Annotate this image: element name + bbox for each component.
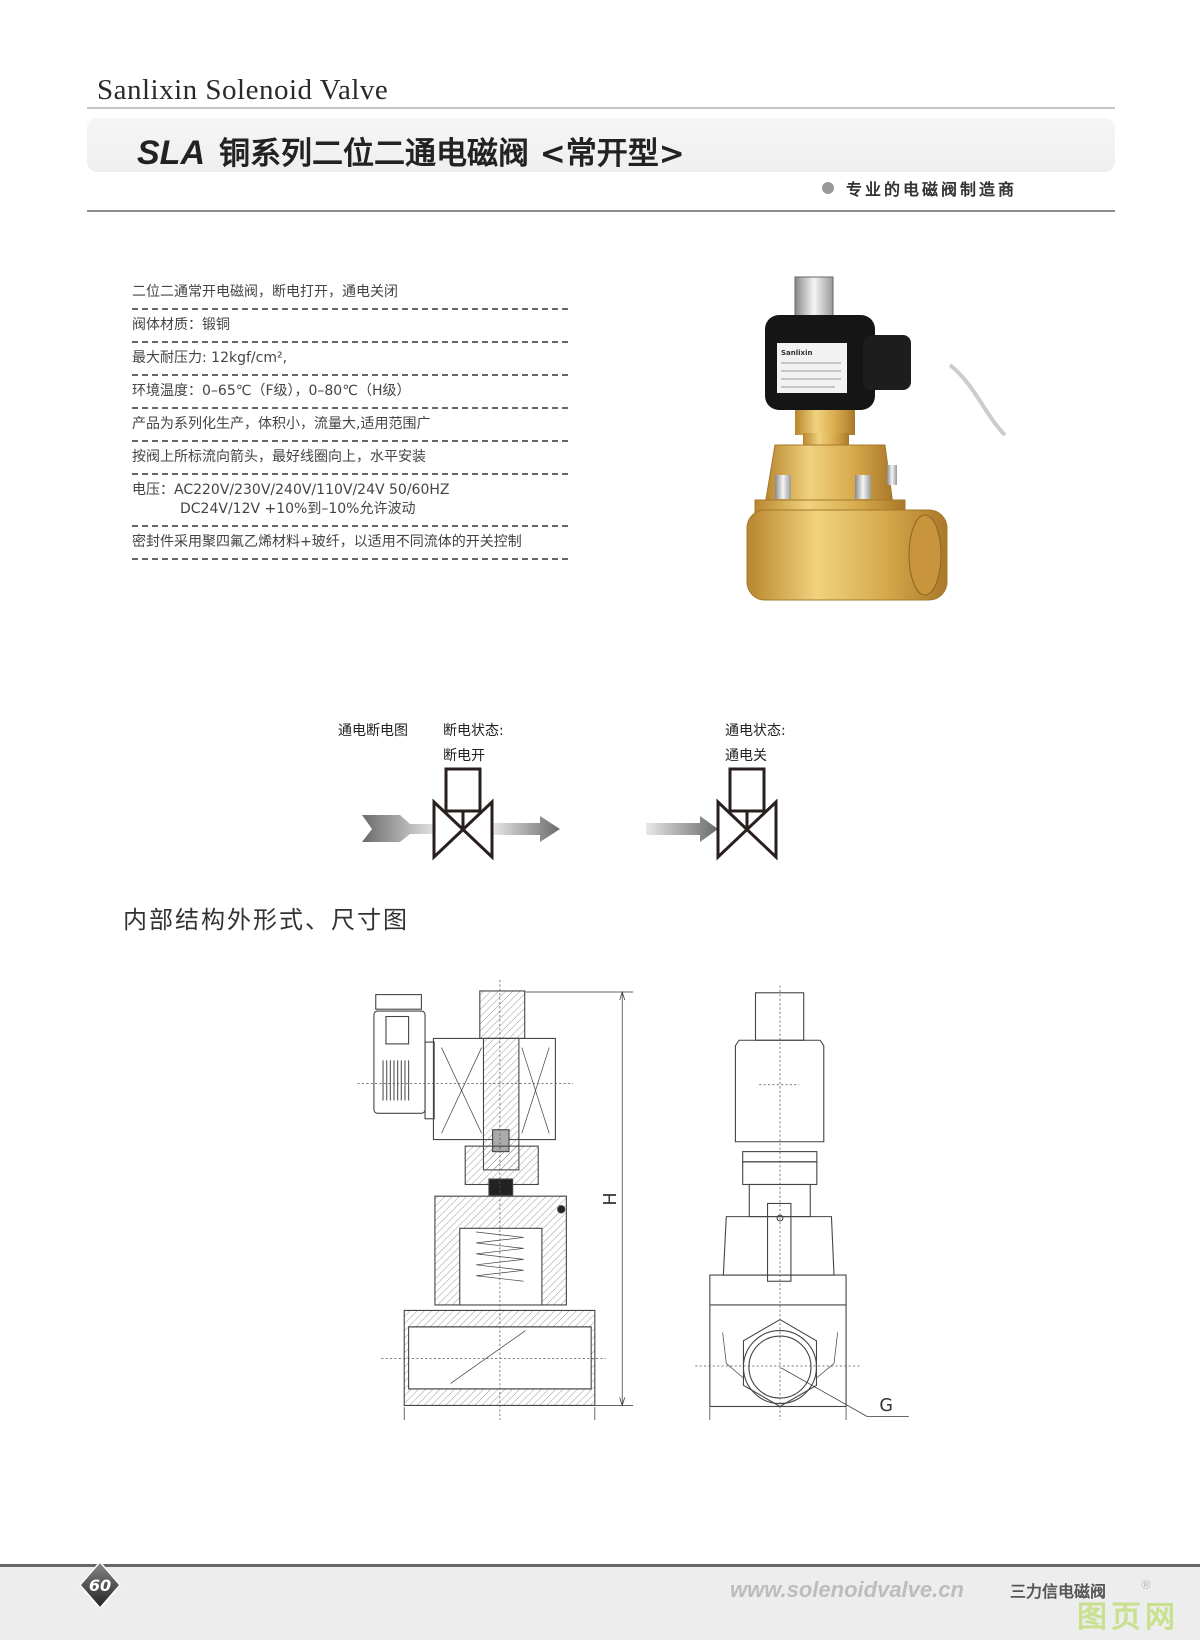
divider: [87, 107, 1115, 109]
dim-g-label: G: [879, 1396, 893, 1416]
footer-brand: 三力信电磁阀: [1010, 1582, 1107, 1601]
spec-text: 密封件采用聚四氟乙烯材料+玻纤，以适用不同流体的开关控制: [132, 534, 522, 550]
dim-h-label: H: [601, 1193, 621, 1206]
center-lines: [357, 980, 862, 1420]
spec-item: 产品为系列化生产，体积小，流量大,适用范围广: [132, 412, 568, 442]
tagline-text: 专业的电磁阀制造商: [846, 180, 1018, 199]
bullet-icon: [822, 182, 834, 194]
spec-item: 按阀上所标流向箭头，最好线圈向上，水平安装: [132, 445, 568, 475]
product-photo: Sanlixin: [746, 276, 1007, 601]
spec-text: 按阀上所标流向箭头，最好线圈向上，水平安装: [132, 449, 426, 465]
page-number: 60: [89, 1576, 111, 1595]
off-state-label: 断电状态:: [443, 723, 504, 739]
spec-item: 阀体材质：锻铜: [132, 313, 568, 343]
page-number-badge: 60: [79, 1560, 121, 1610]
footer-divider: [0, 1564, 1200, 1567]
spec-text: 环境温度：0–65℃（F级），0–80℃（H级）: [132, 383, 411, 399]
page-title: SLA 铜系列二位二通电磁阀 <常开型>: [137, 128, 685, 173]
dimension-lines: [403, 990, 909, 1420]
dimension-drawing: H A B G: [357, 980, 909, 1420]
spec-item: 最大耐压力: 12kgf/cm²,: [132, 346, 568, 376]
website-link[interactable]: www.solenoidvalve.cn: [730, 1577, 964, 1602]
title-text: 铜系列二位二通电磁阀 <常开型>: [219, 136, 685, 172]
title-band: [87, 118, 1115, 172]
spec-text: 电压：AC220V/230V/240V/110V/24V 50/60HZ: [132, 482, 450, 498]
side-view: [709, 992, 847, 1408]
on-state-label: 通电状态:: [725, 723, 786, 739]
flow-diagram-caption: 通电断电图: [338, 723, 408, 739]
model-code: SLA: [137, 134, 205, 172]
spec-item: 密封件采用聚四氟乙烯材料+玻纤，以适用不同流体的开关控制: [132, 530, 568, 560]
spec-subtext: DC24V/12V +10%到–10%允许波动: [180, 501, 416, 517]
front-section-view: [373, 990, 596, 1406]
tagline: 专业的电磁阀制造商: [822, 176, 1017, 200]
spec-item: 二位二通常开电磁阀，断电打开，通电关闭: [132, 280, 568, 310]
spec-text: 产品为系列化生产，体积小，流量大,适用范围广: [132, 416, 431, 432]
off-state-value: 断电开: [443, 748, 485, 764]
outlet-arrow-icon: [492, 816, 560, 842]
valve-open-symbol-icon: [432, 767, 494, 861]
spec-item: 环境温度：0–65℃（F级），0–80℃（H级）: [132, 379, 568, 409]
spec-text: 二位二通常开电磁阀，断电打开，通电关闭: [132, 284, 398, 300]
valve-closed-symbol-icon: [716, 767, 778, 861]
on-state-value: 通电关: [725, 748, 767, 764]
spec-list: 二位二通常开电磁阀，断电打开，通电关闭 阀体材质：锻铜 最大耐压力: 12kgf…: [132, 280, 568, 563]
section-title: 内部结构外形式、尺寸图: [123, 906, 409, 934]
flow-diagram: [362, 767, 778, 861]
inlet-arrow-icon: [362, 815, 434, 842]
photo-label-brand: Sanlixin: [781, 349, 812, 357]
spec-text: 阀体材质：锻铜: [132, 317, 230, 333]
brand-heading: Sanlixin Solenoid Valve: [97, 74, 389, 106]
footer: [0, 1567, 1200, 1640]
watermark: 图页网: [1077, 1600, 1179, 1635]
spec-item: 电压：AC220V/230V/240V/110V/24V 50/60HZ DC24…: [132, 478, 568, 527]
registered-mark: ®: [1140, 1578, 1152, 1592]
divider: [87, 210, 1115, 212]
spec-text: 最大耐压力: 12kgf/cm²,: [132, 350, 288, 366]
inlet-arrow-icon: [646, 816, 718, 842]
